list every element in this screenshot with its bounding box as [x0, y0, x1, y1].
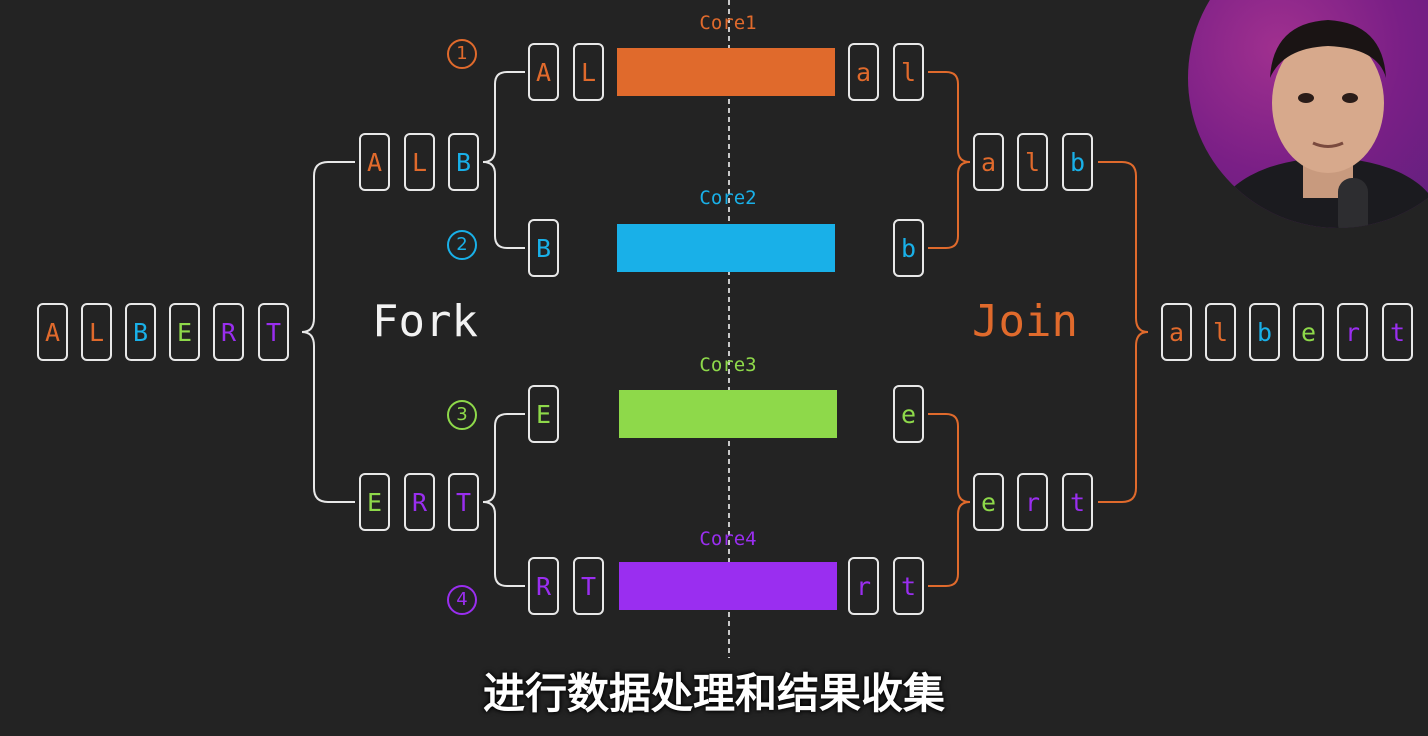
merge-brace-top — [928, 71, 971, 249]
split-tile: B — [448, 133, 479, 191]
split-brace-top — [482, 71, 525, 249]
input-tile: B — [125, 303, 156, 361]
output-tile: e — [1293, 303, 1324, 361]
merge-tile: a — [973, 133, 1004, 191]
input-tile: T — [258, 303, 289, 361]
core-input-tile: A — [528, 43, 559, 101]
input-tile: A — [37, 303, 68, 361]
core-number-badge: 4 — [447, 585, 477, 615]
split-tile: L — [404, 133, 435, 191]
core-label: Core3 — [699, 354, 757, 376]
core-output-tile: r — [848, 557, 879, 615]
merge-brace-bottom — [928, 413, 971, 587]
merge-tile: l — [1017, 133, 1048, 191]
core-input-tile: T — [573, 557, 604, 615]
core-bar — [619, 562, 837, 610]
subtitle-caption: 进行数据处理和结果收集 — [482, 669, 945, 718]
core-output-tile: t — [893, 557, 924, 615]
split-tile: R — [404, 473, 435, 531]
output-tile: b — [1249, 303, 1280, 361]
split-tile: T — [448, 473, 479, 531]
input-tile: E — [169, 303, 200, 361]
core-label: Core4 — [699, 528, 757, 550]
core-bar — [617, 224, 835, 272]
core-number-badge: 3 — [447, 400, 477, 430]
core-input-tile: B — [528, 219, 559, 277]
fork-brace — [301, 161, 355, 503]
merge-tile: e — [973, 473, 1004, 531]
output-tile: r — [1337, 303, 1368, 361]
core-number-badge: 2 — [447, 230, 477, 260]
core-number-badge: 1 — [447, 39, 477, 69]
core-input-tile: E — [528, 385, 559, 443]
input-tile: L — [81, 303, 112, 361]
input-tile: R — [213, 303, 244, 361]
core-input-tile: R — [528, 557, 559, 615]
output-tile: t — [1382, 303, 1413, 361]
merge-tile: b — [1062, 133, 1093, 191]
fork-label: Fork — [372, 296, 478, 347]
merge-tile: t — [1062, 473, 1093, 531]
output-tile: l — [1205, 303, 1236, 361]
core-output-tile: l — [893, 43, 924, 101]
merge-tile: r — [1017, 473, 1048, 531]
core-output-tile: b — [893, 219, 924, 277]
split-tile: A — [359, 133, 390, 191]
core-bar — [619, 390, 837, 438]
split-tile: E — [359, 473, 390, 531]
core-label: Core2 — [699, 187, 757, 209]
core-output-tile: e — [893, 385, 924, 443]
presenter-portrait — [1218, 20, 1428, 228]
output-tile: a — [1161, 303, 1192, 361]
join-brace — [1098, 161, 1149, 503]
core-bar — [617, 48, 835, 96]
core-label: Core1 — [699, 12, 757, 34]
join-label: Join — [972, 296, 1078, 347]
core-output-tile: a — [848, 43, 879, 101]
split-brace-bottom — [482, 413, 525, 587]
core-input-tile: L — [573, 43, 604, 101]
